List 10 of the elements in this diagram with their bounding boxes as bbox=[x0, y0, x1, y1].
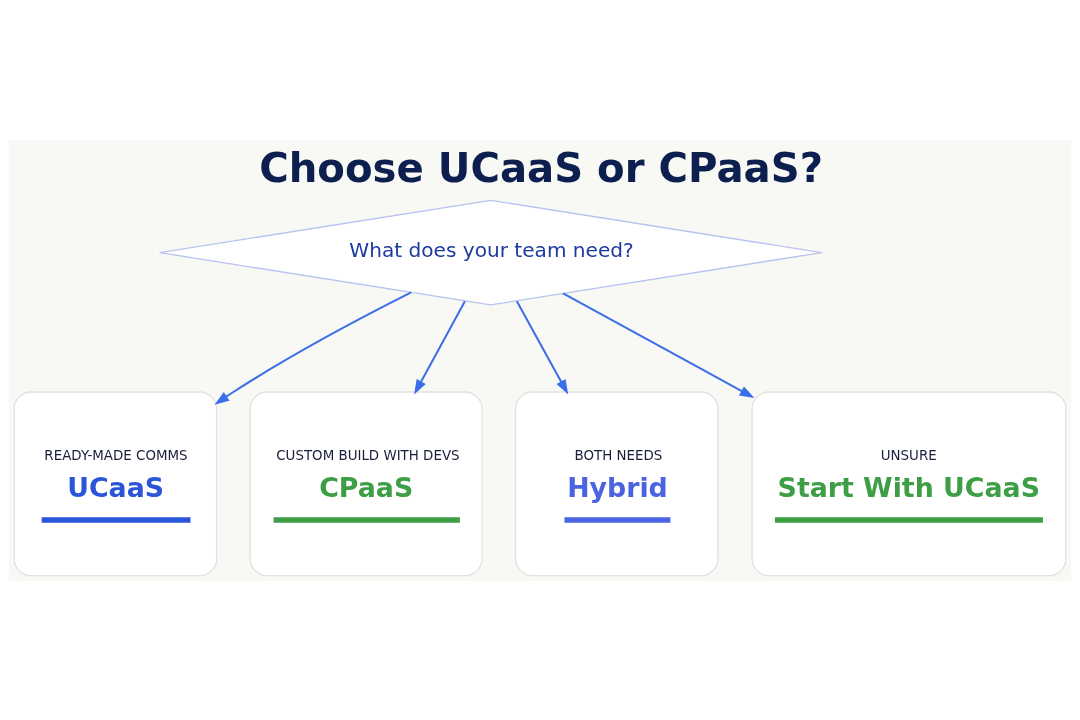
arrow bbox=[515, 300, 569, 394]
arrow bbox=[214, 291, 412, 405]
node-diamond: What does your team need? bbox=[159, 199, 823, 306]
node-box: UNSURE Start With UCaaS bbox=[751, 390, 1067, 576]
diagram-title: Choose UCaaS or CPaaS? bbox=[259, 144, 823, 191]
node-box: CUSTOM BUILD WITH DEVS CPaaS bbox=[249, 390, 483, 576]
node-box: READY-MADE COMMS UCaaS bbox=[13, 390, 218, 576]
arrow bbox=[414, 300, 466, 394]
arrow bbox=[562, 292, 755, 398]
node-box: BOTH NEEDS Hybrid bbox=[514, 390, 719, 576]
